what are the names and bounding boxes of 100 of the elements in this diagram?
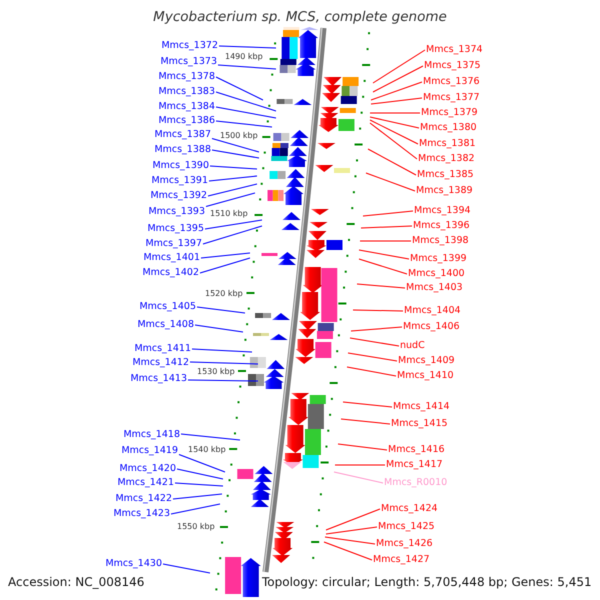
gene-label: Mmcs_1415	[391, 418, 448, 428]
leader-line	[180, 434, 240, 440]
scale-label: 1530 kbp	[197, 366, 235, 376]
gene-label: Mmcs_1422	[115, 492, 172, 504]
gene-label: Mmcs_1401	[143, 252, 200, 262]
leader-line	[210, 166, 258, 170]
gene-label: Mmcs_1379	[421, 106, 478, 118]
gene-label: Mmcs_1403	[406, 282, 463, 292]
gene-label: Mmcs_1414	[393, 400, 450, 412]
leader-line	[192, 348, 252, 352]
gene-label: Mmcs_1423	[113, 508, 170, 518]
leader-line	[172, 494, 222, 500]
gene-label: Mmcs_1374	[426, 44, 483, 54]
gene-label: Mmcs_1420	[119, 462, 176, 474]
leader-line	[334, 464, 386, 466]
leader-line	[370, 82, 422, 100]
scale-label: 1490 kbp	[225, 52, 263, 60]
gene-label: Mmcs_1412	[132, 356, 189, 368]
leader-line	[216, 92, 276, 112]
leader-line	[216, 120, 272, 128]
leader-line	[206, 192, 256, 207]
gene-label: Mmcs_1400	[408, 268, 465, 278]
leader-line	[368, 148, 416, 176]
leader-line	[174, 482, 224, 486]
leader-line	[338, 444, 388, 450]
leader-line	[212, 138, 260, 152]
leader-line	[216, 76, 264, 100]
leader-line	[360, 226, 412, 228]
leader-line	[358, 250, 410, 260]
gene-label: Mmcs_1419	[121, 444, 178, 456]
gene-label: Mmcs_1390	[152, 160, 209, 170]
leader-line	[202, 226, 262, 244]
gene-label: Mmcs_1399	[410, 252, 467, 264]
leader-line	[196, 306, 246, 314]
gene-label: Mmcs_1408	[137, 318, 194, 330]
gene-label: Mmcs_1427	[373, 554, 430, 564]
leader-line	[370, 98, 422, 104]
leader-line	[352, 310, 404, 312]
leader-line	[178, 454, 226, 472]
gene-label: Mmcs_1389	[416, 184, 473, 196]
leader-line	[324, 542, 372, 560]
leader-line	[370, 120, 418, 144]
gene-label: Mmcs_1387	[154, 128, 211, 140]
leader-line	[212, 150, 260, 158]
title: Mycobacterium sp. MCS, complete genome	[153, 9, 447, 25]
leader-line	[170, 504, 220, 514]
gene-label: Mmcs_1388	[154, 144, 211, 154]
gene-label: nudC	[400, 340, 425, 350]
gene-label: Mmcs_1426	[376, 538, 433, 548]
gene-label: Mmcs_1394	[414, 204, 471, 216]
leader-line	[176, 468, 224, 480]
gene-label: Mmcs_1413	[130, 372, 187, 384]
leader-line	[200, 252, 250, 258]
leader-line	[370, 112, 420, 114]
leader-line	[362, 210, 414, 216]
gene-label: Mmcs_1416	[388, 444, 445, 454]
leader-line	[360, 240, 412, 242]
gene-label: Mmcs_1372	[161, 40, 218, 50]
leader-line	[208, 176, 258, 182]
leader-line	[218, 64, 276, 70]
gene-label: Mmcs_1430	[105, 558, 162, 568]
leader-line	[204, 220, 262, 230]
leader-line	[372, 66, 424, 92]
scale-label: 1540 kbp	[188, 444, 226, 454]
leader-line	[342, 402, 392, 408]
gene-label: Mmcs_1397	[145, 238, 202, 248]
gene-label: Mmcs_1405	[139, 300, 196, 312]
leader-line	[190, 362, 258, 364]
leader-line	[208, 184, 258, 196]
gene-label: Mmcs_1410	[397, 370, 454, 380]
gene-label: Mmcs_1418	[123, 428, 180, 440]
leader-line	[350, 326, 402, 332]
leader-line	[162, 564, 210, 574]
genome-summary-text: Topology: circular; Length: 5,705,448 bp; Genes: 5,451	[262, 575, 592, 589]
gene-label: Mmcs_1395	[147, 222, 204, 234]
leader-line	[194, 324, 244, 332]
leader-line	[200, 258, 250, 274]
gene-label: Mmcs_1382	[418, 152, 475, 164]
gene-label: Mmcs_1406	[403, 320, 460, 332]
gene-label: Mmcs_1381	[419, 138, 476, 148]
gene-label: Mmcs_1373	[160, 56, 217, 66]
gene-label: Mmcs_1385	[417, 168, 474, 180]
gene-label: Mmcs_1404	[404, 304, 461, 316]
leader-line	[324, 536, 376, 544]
leader-line	[356, 284, 406, 288]
leader-line	[358, 258, 408, 274]
gene-label: Mmcs_1424	[381, 502, 438, 514]
gene-label: Mmcs_1375	[424, 60, 481, 70]
gene-label: Mmcs_1391	[151, 174, 208, 186]
leader-line	[334, 472, 384, 484]
gene-label: Mmcs_R0010	[384, 476, 448, 488]
leader-line	[372, 50, 426, 84]
gene-label: Mmcs_1402	[142, 266, 199, 278]
gene-label: Mmcs_1396	[413, 220, 470, 230]
gene-label: Mmcs_1411	[134, 342, 191, 354]
leader-line	[370, 116, 420, 128]
gene-label: Mmcs_1383	[158, 86, 215, 96]
gene-label: Mmcs_1425	[378, 520, 435, 532]
leader-line	[218, 46, 276, 48]
gene-label: Mmcs_1421	[117, 476, 174, 488]
